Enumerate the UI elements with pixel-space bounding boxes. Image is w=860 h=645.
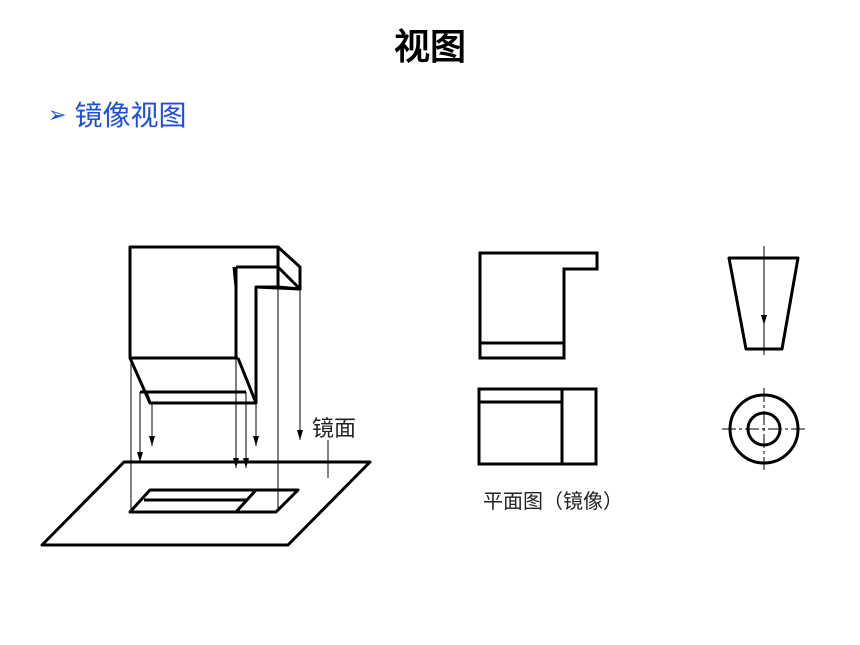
mirror-plane	[40, 460, 372, 547]
plan-view-caption: 平面图（镜像）	[483, 489, 623, 513]
plan-view-mirror	[477, 387, 598, 466]
circular-view	[722, 388, 806, 470]
side-view	[727, 246, 800, 355]
section-heading-label: 镜像视图	[74, 99, 187, 132]
page-title: 视图	[393, 27, 466, 68]
front-view	[478, 251, 599, 360]
section-heading: ➢ 镜像视图	[48, 94, 186, 134]
isometric-object	[128, 245, 302, 405]
projection-lines	[130, 287, 301, 510]
mirror-plane-label: 镜面	[312, 417, 356, 442]
arrow-right-icon: ➢	[48, 103, 67, 128]
